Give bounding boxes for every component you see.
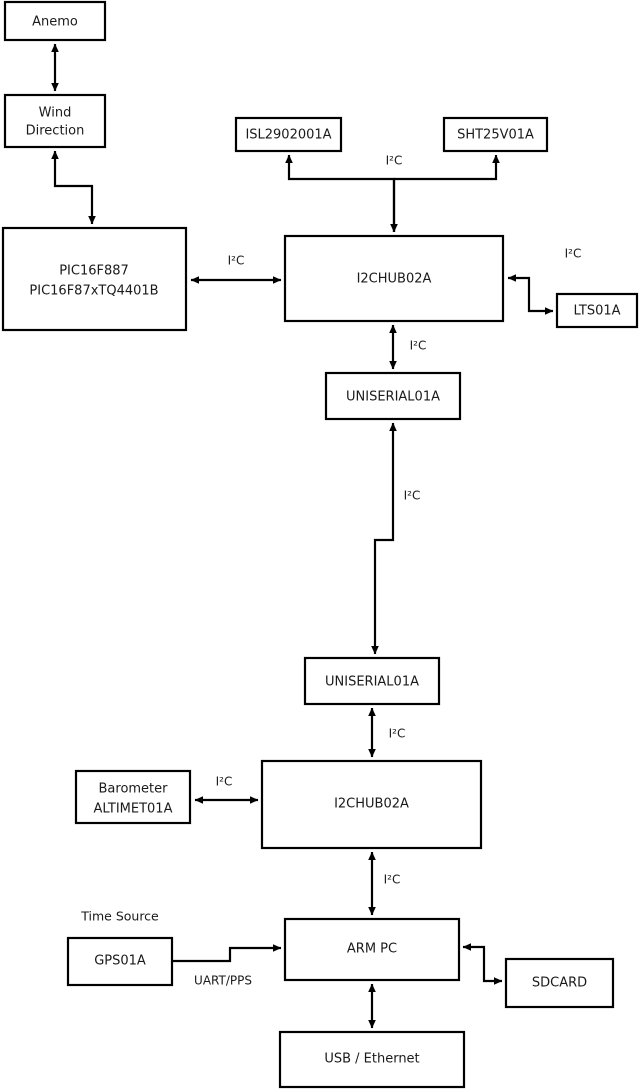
- node-usb-ethernet[interactable]: USB / Ethernet: [278, 1030, 466, 1089]
- node-usb-ethernet-label: USB / Ethernet: [324, 1052, 419, 1067]
- node-lts01a-label: LTS01A: [573, 304, 620, 319]
- edge-gps-armpc: [172, 944, 282, 963]
- node-i2chub02a-bottom-label: I2CHUB02A: [334, 797, 409, 812]
- edge-label-i2c-lts: I²C: [565, 247, 582, 261]
- node-pic-label-line1: PIC16F887: [59, 264, 129, 279]
- edge-wind-pic: [51, 150, 96, 225]
- node-sht25v01a-label: SHT25V01A: [457, 128, 534, 143]
- node-wind-direction[interactable]: Wind Direction: [3, 93, 107, 149]
- edge-label-i2c-hub-bottom-arm: I²C: [384, 873, 401, 887]
- node-arm-pc[interactable]: ARM PC: [283, 917, 461, 982]
- edge-labels-layer: I²C I²C I²C I²C I²C I²C I²C I²C UART/PPS: [194, 154, 581, 988]
- node-wind-direction-label-line2: Direction: [26, 124, 85, 139]
- node-barometer-label-line1: Barometer: [99, 782, 169, 797]
- node-barometer-altimet01a[interactable]: Barometer ALTIMET01A: [74, 769, 192, 825]
- edge-label-i2c-hub-uni: I²C: [410, 339, 427, 353]
- node-i2chub02a-top-label: I2CHUB02A: [357, 272, 432, 287]
- label-time-source: Time Source: [80, 909, 159, 924]
- node-gps01a-label: GPS01A: [94, 954, 146, 969]
- node-isl2902001a[interactable]: ISL2902001A: [234, 116, 343, 153]
- edge-label-i2c-uni-hub-bottom: I²C: [389, 727, 406, 741]
- node-uniserial01a-bottom[interactable]: UNISERIAL01A: [303, 656, 441, 706]
- node-sdcard-label: SDCARD: [532, 976, 587, 991]
- node-gps01a[interactable]: GPS01A: [66, 936, 174, 987]
- node-uniserial01a-bottom-label: UNISERIAL01A: [325, 675, 419, 690]
- node-anemo[interactable]: Anemo: [3, 0, 107, 42]
- edge-armpc-sdcard: [462, 943, 503, 985]
- node-isl2902001a-label: ISL2902001A: [245, 128, 331, 143]
- node-wind-direction-label-line1: Wind: [39, 106, 72, 121]
- node-i2chub02a-top[interactable]: I2CHUB02A: [283, 234, 505, 323]
- edge-hub-top-sht: [394, 154, 500, 181]
- node-uniserial01a-top[interactable]: UNISERIAL01A: [324, 371, 462, 421]
- node-i2chub02a-bottom[interactable]: I2CHUB02A: [260, 759, 483, 850]
- node-barometer-label-line2: ALTIMET01A: [94, 802, 173, 817]
- node-uniserial01a-top-label: UNISERIAL01A: [346, 390, 440, 405]
- edge-label-i2c-pic-hub: I²C: [228, 254, 245, 268]
- node-pic-microcontroller[interactable]: PIC16F887 PIC16F87xTQ4401B: [1, 226, 188, 332]
- node-anemo-label: Anemo: [32, 15, 78, 30]
- node-sht25v01a[interactable]: SHT25V01A: [442, 116, 549, 153]
- edge-hub-top-isl: [285, 154, 396, 232]
- node-arm-pc-label: ARM PC: [347, 942, 397, 957]
- edges-layer: [51, 43, 554, 1029]
- edge-label-i2c-baro: I²C: [216, 775, 233, 789]
- edge-label-i2c-uni-uni: I²C: [404, 489, 421, 503]
- node-lts01a[interactable]: LTS01A: [555, 292, 639, 329]
- free-labels-layer: Time Source: [80, 909, 159, 924]
- edge-label-uart-pps: UART/PPS: [194, 974, 252, 988]
- edge-uni-top-uni-bottom: [371, 422, 397, 655]
- node-pic-label-line2: PIC16F87xTQ4401B: [29, 284, 158, 299]
- edge-hub-top-lts: [507, 274, 554, 315]
- node-sdcard[interactable]: SDCARD: [504, 957, 615, 1009]
- edge-label-i2c-top-bus: I²C: [386, 154, 403, 168]
